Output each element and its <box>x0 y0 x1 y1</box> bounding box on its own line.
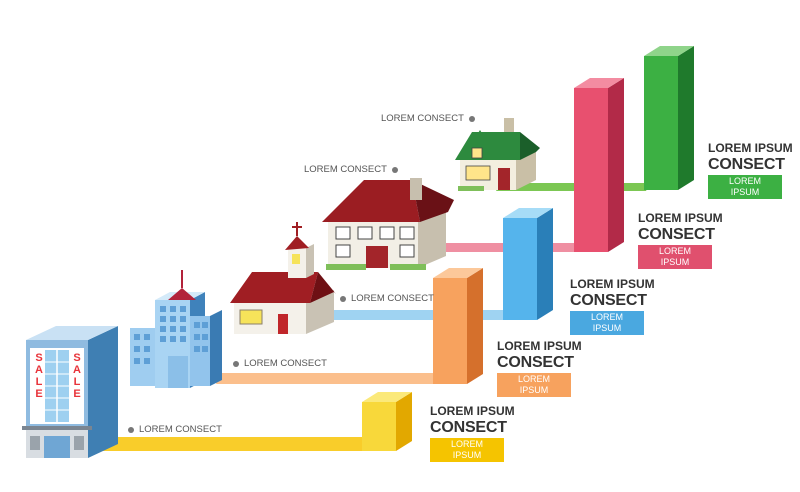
entry-5-subtitle: CONSECT <box>708 156 785 173</box>
entry-3-tag: LOREM IPSUM <box>570 311 644 335</box>
apartment-building-icon <box>130 270 222 388</box>
sale-sign-right: SALE <box>71 352 83 400</box>
orange-connector <box>216 373 440 384</box>
building-label-1: LOREM CONSECT <box>128 424 222 435</box>
building-label-5: LOREM CONSECT <box>381 113 475 124</box>
entry-3-title: LOREM IPSUM <box>570 277 655 291</box>
label-dot <box>391 166 398 173</box>
blue-bar <box>503 208 553 320</box>
label-dot <box>233 360 239 367</box>
building-label-3: LOREM CONSECT <box>340 293 434 304</box>
label-dot <box>468 115 475 122</box>
building-label-2: LOREM CONSECT <box>233 358 327 369</box>
pink-bar <box>574 78 624 252</box>
church-icon <box>230 222 336 334</box>
sale-sign-left-text: SALE <box>33 352 45 400</box>
entry-2-subtitle: CONSECT <box>497 354 574 371</box>
yellow-connector <box>86 437 370 451</box>
entry-1-tag: LOREM IPSUM <box>430 438 504 462</box>
entry-5-tag: LOREM IPSUM <box>708 175 782 199</box>
entry-4-title: LOREM IPSUM <box>638 211 723 225</box>
sale-sign-left: SALE <box>33 352 45 400</box>
label-dot <box>340 295 346 302</box>
entry-4-tag: LOREM IPSUM <box>638 245 712 269</box>
entry-4-subtitle: CONSECT <box>638 226 715 243</box>
entry-2-title: LOREM IPSUM <box>497 339 582 353</box>
building-label-4: LOREM CONSECT <box>304 164 398 175</box>
sale-sign-right-text: SALE <box>71 352 83 400</box>
entry-2-tag: LOREM IPSUM <box>497 373 571 397</box>
label-dot <box>128 426 134 433</box>
large-house-icon <box>322 178 454 270</box>
office-tower-icon <box>22 326 118 458</box>
entry-3-subtitle: CONSECT <box>570 292 647 309</box>
entry-5-title: LOREM IPSUM <box>708 141 793 155</box>
small-house-icon <box>455 118 540 191</box>
green-bar <box>644 46 694 190</box>
yellow-bar <box>362 392 412 451</box>
entry-1-title: LOREM IPSUM <box>430 404 515 418</box>
orange-bar <box>433 268 483 384</box>
entry-1-subtitle: CONSECT <box>430 419 507 436</box>
